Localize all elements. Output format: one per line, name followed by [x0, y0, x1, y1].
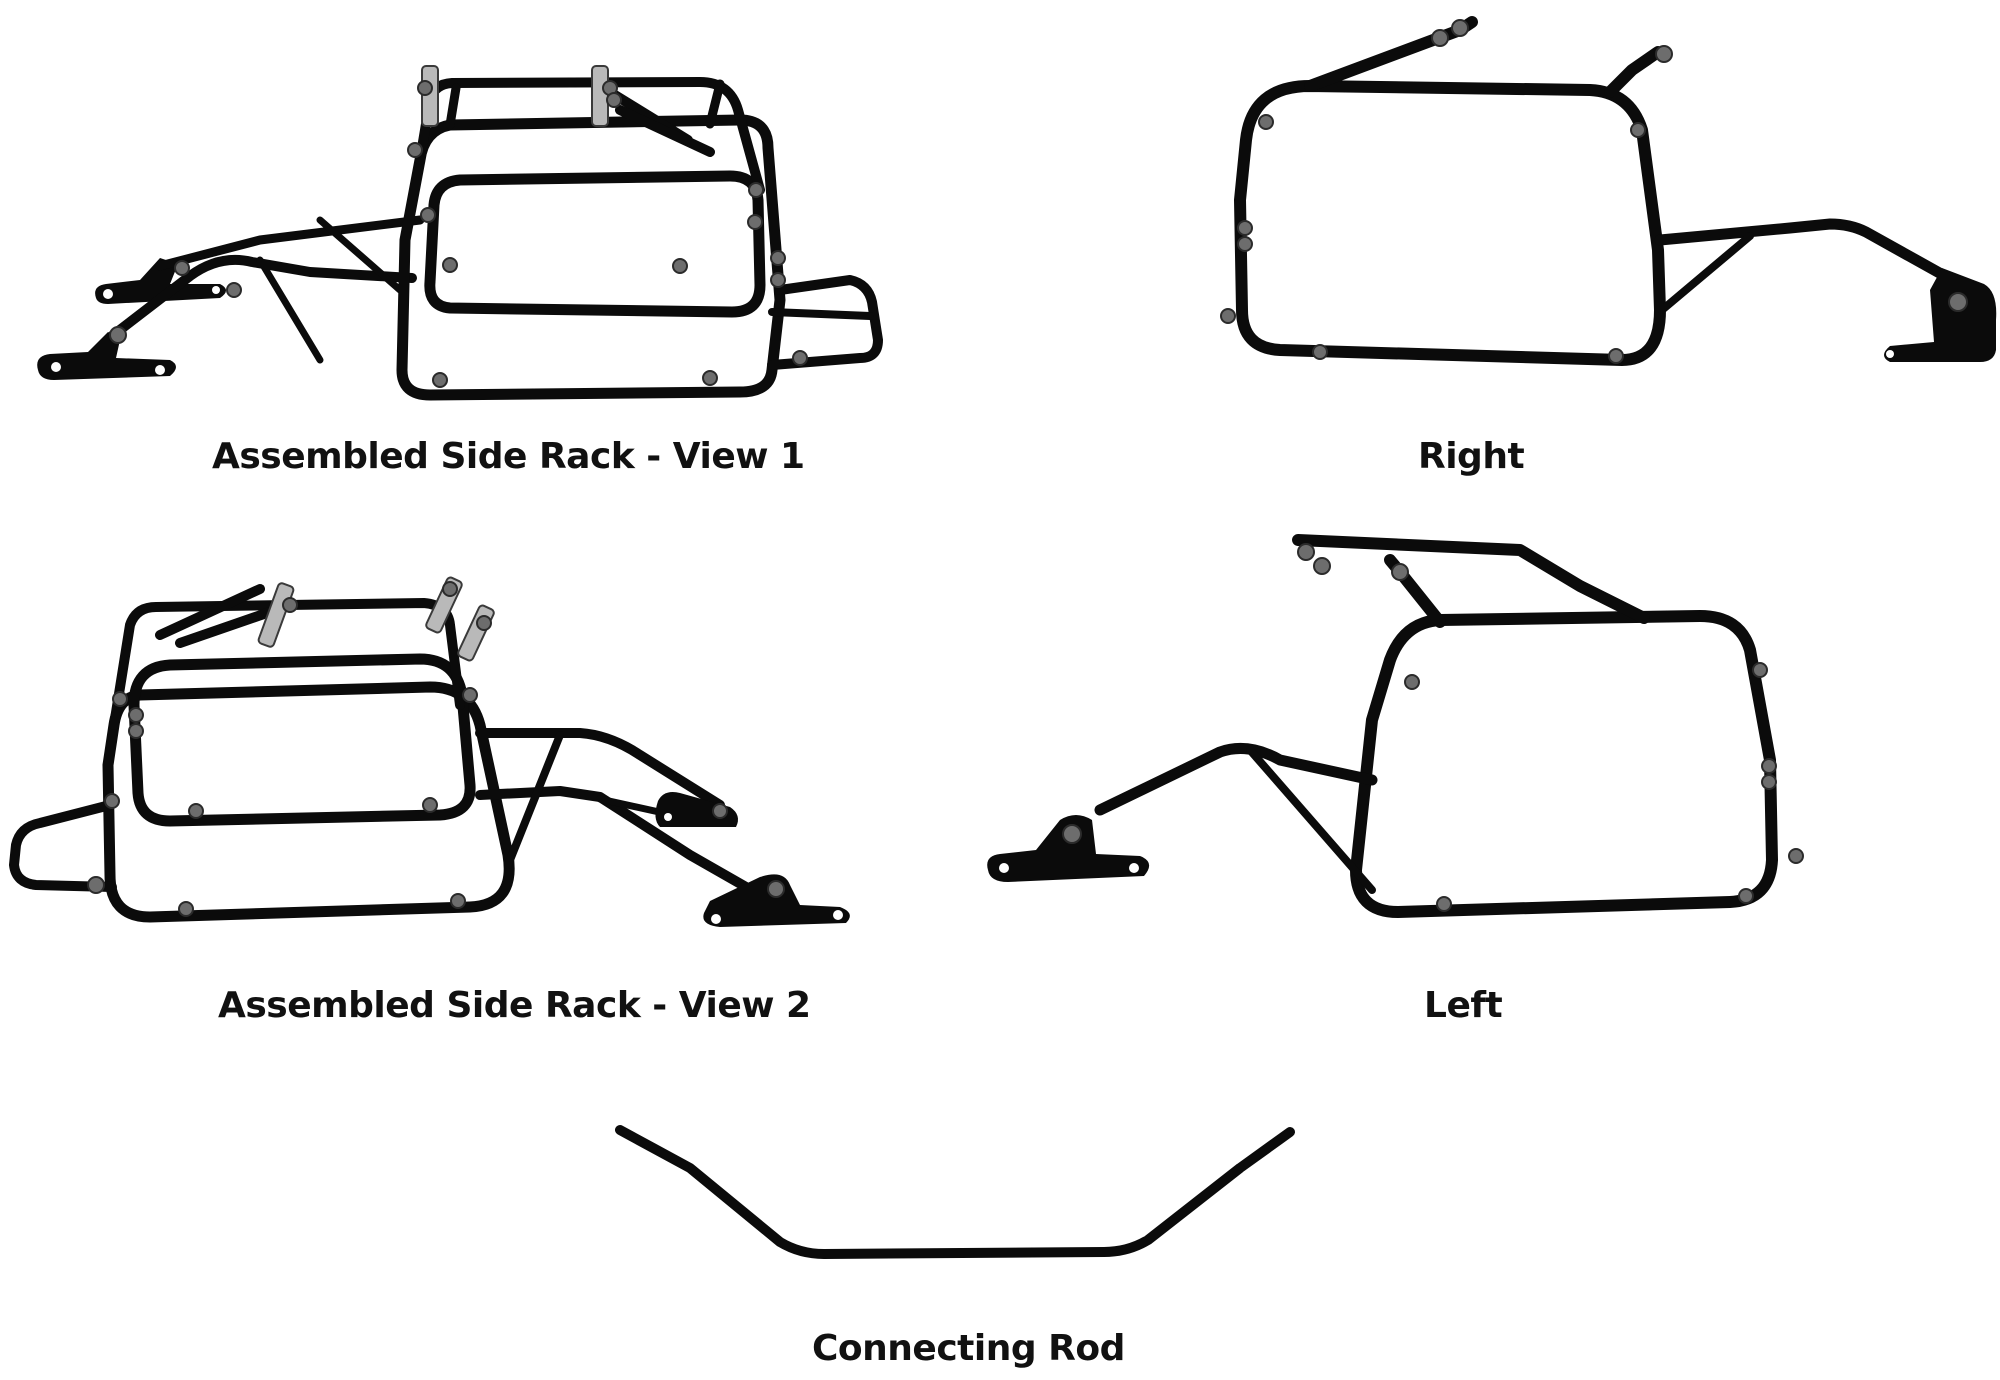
rack-right-rear-arm — [1604, 46, 1664, 98]
connecting-rod — [615, 1125, 1295, 1259]
caption-view1: Assembled Side Rack - View 1 — [212, 436, 805, 477]
rack-view2-outer-frame — [102, 681, 515, 923]
caption-left: Left — [1424, 985, 1503, 1026]
caption-view2: Assembled Side Rack - View 2 — [218, 985, 811, 1026]
rack-right-main-loop — [1234, 80, 1666, 366]
rack-left-panel — [980, 520, 1880, 940]
rack-view2-bolts — [87, 581, 785, 917]
rack-left-illustration — [987, 534, 1804, 918]
rack-right-illustration — [1220, 16, 1997, 366]
rack-right-bolts — [1220, 19, 1968, 364]
connecting-rod-panel — [600, 1110, 1320, 1290]
rack-view1-upper-strut — [155, 215, 425, 271]
rack-view1-rear-plate — [95, 258, 226, 304]
rack-view2-tail-loop — [9, 800, 117, 892]
caption-connecting-rod: Connecting Rod — [812, 1328, 1125, 1369]
rack-view1-illustration — [37, 65, 883, 401]
rack-view1-lower-strut — [107, 254, 417, 341]
rack-view1-bolts — [109, 80, 808, 388]
rack-view2-illustration — [9, 576, 850, 927]
rack-view2-front-plate — [703, 874, 850, 927]
rack-view1-tail-loop — [767, 275, 883, 370]
rack-right-rear-extension — [1654, 218, 1976, 296]
connecting-rod-illustration — [615, 1125, 1295, 1259]
rack-left-bolts — [1062, 543, 1804, 912]
rack-view2-panel — [0, 565, 880, 945]
rack-left-rear-arm — [1292, 534, 1650, 624]
rack-right-rear-plate — [1884, 268, 1997, 362]
rack-left-front-plate — [987, 815, 1150, 882]
rack-view2-upper-strut — [475, 728, 725, 810]
rack-view1-panel — [20, 40, 900, 401]
rack-view1-front-plate — [37, 332, 177, 380]
rack-view1-outer-frame — [396, 114, 786, 401]
caption-right: Right — [1418, 436, 1525, 477]
rack-right-panel — [1190, 0, 2000, 380]
rack-right-front-arm — [1304, 16, 1478, 92]
rack-view1-inner-frame — [424, 170, 766, 318]
rack-left-main-loop — [1350, 610, 1778, 918]
rack-left-front-extension — [1094, 742, 1378, 816]
